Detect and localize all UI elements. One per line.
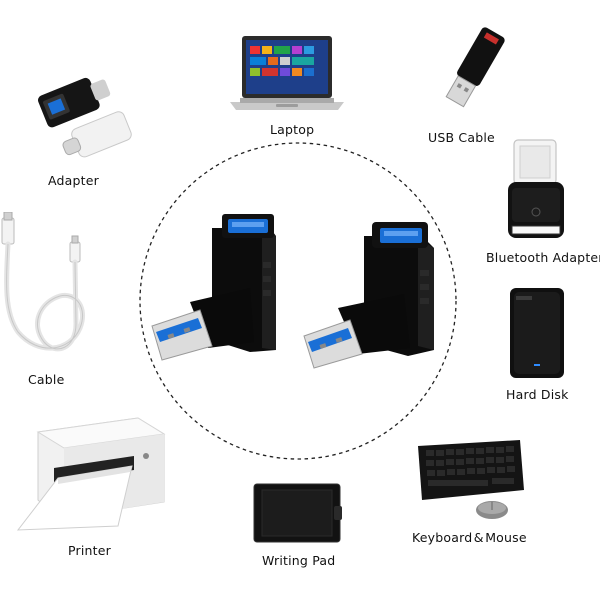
keyboard-mouse-illustration (412, 438, 528, 524)
usb-cable-label: USB Cable (428, 130, 495, 145)
printer-illustration (14, 414, 170, 532)
bluetooth-adapter-label: Bluetooth Adapter (486, 250, 600, 265)
cable-label: Cable (28, 372, 65, 387)
usb-angle-adapter-right (302, 218, 452, 378)
cable-illustration (0, 212, 96, 368)
writing-pad-illustration (252, 482, 348, 544)
hard-disk-label: Hard Disk (506, 387, 569, 402)
laptop-illustration (228, 34, 346, 114)
adapter-label: Adapter (48, 173, 99, 188)
printer-label: Printer (68, 543, 111, 558)
hard-disk-illustration (506, 286, 568, 382)
usb-angle-adapter-left (150, 210, 300, 370)
otg-adapter-illustration (30, 58, 140, 158)
bluetooth-adapter-illustration (504, 136, 568, 242)
usb-cable-illustration (432, 22, 512, 118)
writing-pad-label: Writing Pad (262, 553, 336, 568)
center-product-circle (135, 138, 461, 464)
laptop-label: Laptop (270, 122, 315, 137)
keyboard-mouse-label: Keyboard & Mouse (412, 530, 527, 545)
